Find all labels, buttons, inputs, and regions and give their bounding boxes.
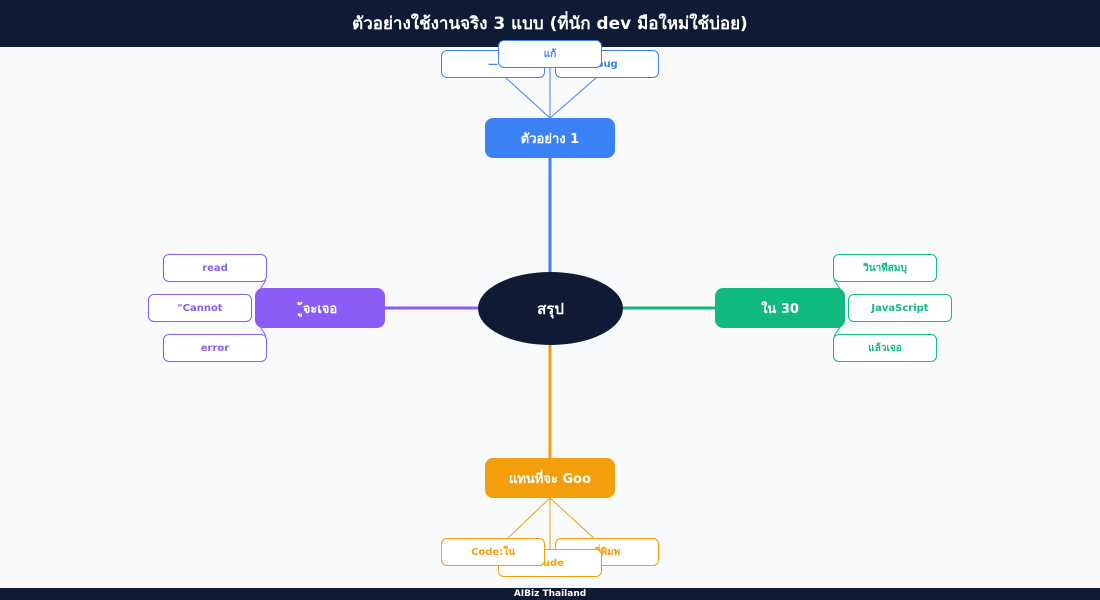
connector-top-leaf-left xyxy=(505,77,551,119)
leaf-node-right-top: วินาทีสมบุ xyxy=(833,254,937,282)
leaf-node-left-middle: "Cannot xyxy=(148,294,252,322)
connector-bottom-leaf-right xyxy=(549,497,597,541)
center-node: สรุป xyxy=(478,272,623,345)
branch-node-bottom: แทนที่จะ Goo xyxy=(485,458,615,498)
branch-node-left: ู้จะเจอ xyxy=(255,288,385,328)
leaf-node-left-bottom: error xyxy=(163,334,267,362)
footer-brand: AIBiz Thailand xyxy=(0,588,1100,600)
connector-top-leaf-right xyxy=(549,77,597,119)
branch-node-right: ใน 30 xyxy=(715,288,845,328)
leaf-node-top-middle: แก้ xyxy=(498,40,602,68)
page-title: ตัวอย่างใช้งานจริง 3 แบบ (ที่นัก dev มือ… xyxy=(0,0,1100,47)
leaf-node-left-top: read xyxy=(163,254,267,282)
leaf-node-right-middle: JavaScript xyxy=(848,294,952,322)
leaf-node-bottom-left: Code:ใน xyxy=(441,538,545,566)
branch-node-top: ตัวอย่าง 1 xyxy=(485,118,615,158)
leaf-node-right-bottom: แล้วเจอ xyxy=(833,334,937,362)
connector-bottom-leaf-left xyxy=(505,497,551,541)
